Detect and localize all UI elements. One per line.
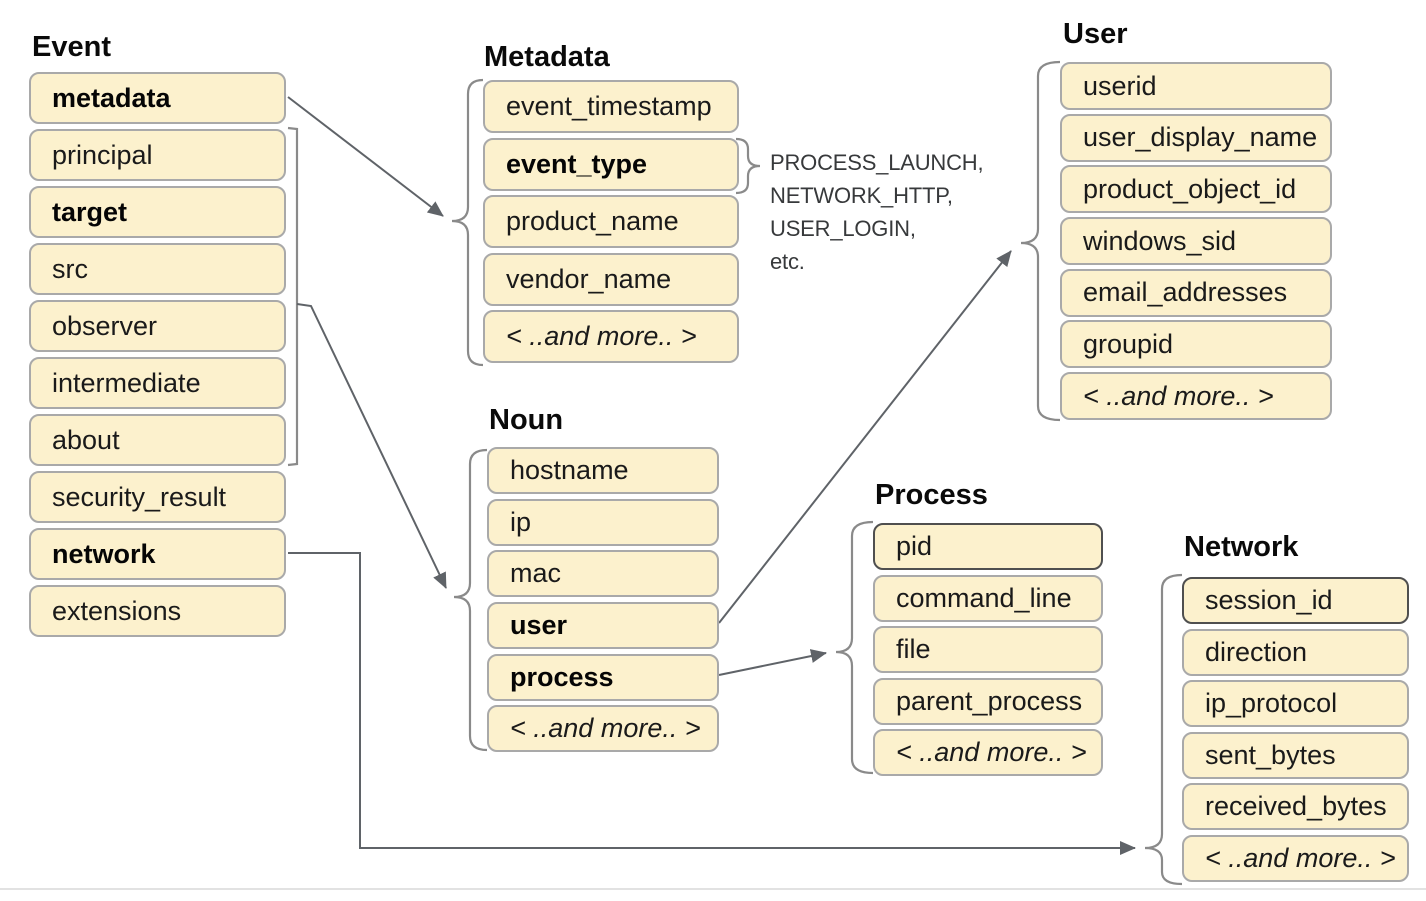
event-type-enum-values: PROCESS_LAUNCH, NETWORK_HTTP, USER_LOGIN,e… [770,146,984,278]
metadata-group-title: Metadata [484,41,610,73]
field-email-addresses: email_addresses [1060,268,1332,317]
field-command-line: command_line [873,574,1103,622]
field-principal: principal [29,129,286,181]
field-event-type: event_type [483,137,739,191]
field-process: process [487,653,719,701]
enum-value-line: PROCESS_LAUNCH, [770,150,984,175]
field-src: src [29,243,286,295]
field-direction: direction [1182,628,1409,676]
field-session-id: session_id [1182,577,1409,624]
process-group-title: Process [875,479,988,511]
field-extensions: extensions [29,585,286,637]
process-group-brace [835,520,874,775]
enum-value-line: NETWORK_HTTP, [770,183,953,208]
network-group-brace [1144,573,1183,886]
field-vendor-name: vendor_name [483,252,739,306]
field-event-timestamp: event_timestamp [483,80,739,133]
connector-metadata [287,96,444,217]
field-network: network [29,528,286,580]
field-and-more: < ..and more.. > [483,310,739,363]
field-and-more: < ..and more.. > [1182,834,1409,882]
connector-process [718,649,827,676]
field-file: file [873,626,1103,673]
event-group-title: Event [32,31,111,63]
user-group-title: User [1063,18,1128,50]
field-and-more: < ..and more.. > [487,705,719,753]
field-parent-process: parent_process [873,677,1103,725]
field-windows-sid: windows_sid [1060,217,1332,266]
field-ip: ip [487,498,719,546]
field-metadata: metadata [29,72,286,124]
field-and-more: < ..and more.. > [1060,372,1332,421]
field-sent-bytes: sent_bytes [1182,731,1409,779]
field-userid: userid [1060,62,1332,110]
field-user: user [487,602,719,650]
field-received-bytes: received_bytes [1182,783,1409,831]
field-product-name: product_name [483,195,739,248]
noun-group-title: Noun [489,404,564,436]
field-and-more: < ..and more.. > [873,729,1103,776]
field-hostname: hostname [487,447,719,494]
noun-group-brace [453,448,488,752]
event-nouns-bracket [287,126,299,467]
field-product-object-id: product_object_id [1060,165,1332,214]
field-mac: mac [487,550,719,598]
field-security-result: security_result [29,471,286,523]
enum-value-line: etc. [770,249,805,274]
user-group-brace [1020,60,1061,422]
field-ip-protocol: ip_protocol [1182,680,1409,728]
metadata-group-brace [451,78,484,367]
field-user-display-name: user_display_name [1060,113,1332,162]
enum-value-line: USER_LOGIN, [770,216,916,241]
field-intermediate: intermediate [29,357,286,409]
event-type-enum-brace [735,137,761,195]
field-pid: pid [873,523,1103,570]
network-group-title: Network [1184,531,1299,563]
field-groupid: groupid [1060,320,1332,369]
field-about: about [29,414,286,466]
connector-noun [296,303,447,589]
field-observer: observer [29,300,286,352]
field-target: target [29,186,286,238]
